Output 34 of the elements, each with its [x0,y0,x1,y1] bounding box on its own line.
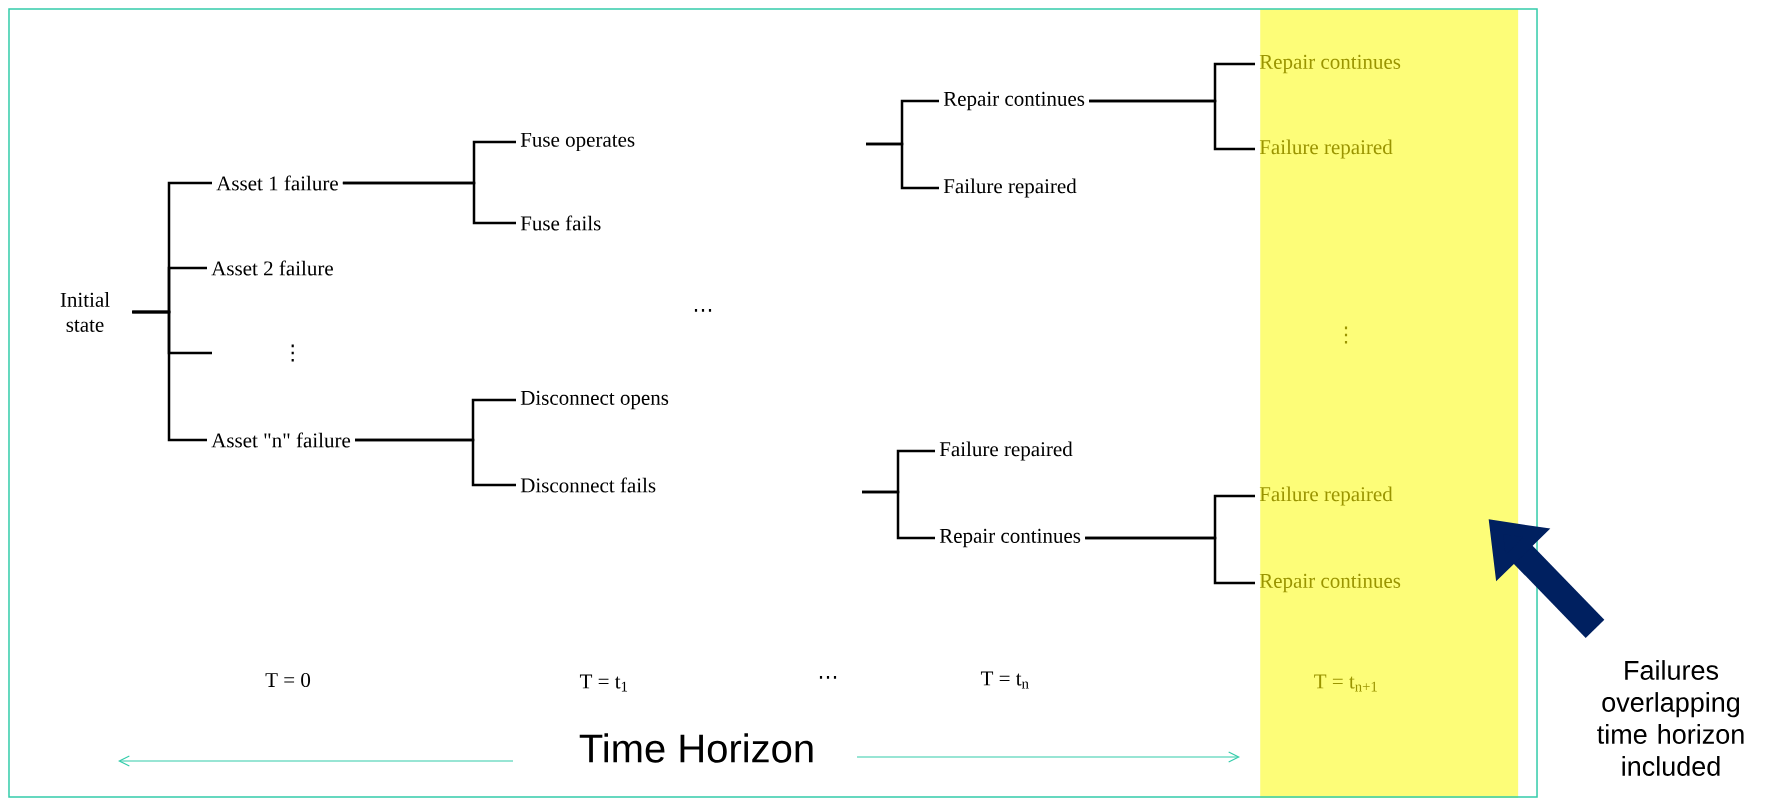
ellipsis: ⋮ [1344,326,1348,344]
event-label: Failure repaired [1259,139,1393,159]
time-label: T = t$_{1}$ [579,674,628,692]
tree-branch [342,181,516,225]
tree-branch [1089,99,1255,151]
event-label: Fuse fails [520,215,601,231]
event-label: Disconnect fails [520,477,656,493]
event-label: Asset "n" failure [211,432,351,448]
tree-branch [355,438,516,487]
event-label: Failure repaired [1259,486,1393,506]
tree-branch [132,310,207,442]
tree-branch [862,490,935,540]
ellipsis: ⋯ [694,309,712,312]
time-label: T = t$_{n+1}$ [1314,674,1377,692]
event-label: Repair continues [1259,54,1401,74]
event-label: Failure repaired [939,441,1073,461]
event-label: Disconnect opens [520,390,669,410]
vertical-ellipsis: ⋮ [291,344,294,362]
event-label: Initial state [60,292,110,332]
event-label: Repair continues [939,528,1081,548]
time-label: T = t$_{n}$ [980,671,1029,689]
event-label: Repair continues [1259,573,1401,593]
event-label: Failure repaired [943,178,1077,198]
axis-title: Time Horizon [579,733,813,763]
highlight-band [1260,9,1519,798]
time-label: T = 0 [265,672,311,688]
ellipsis: ⋯ [819,676,837,679]
callout-text: Failures overlapping time horizon included [1597,660,1744,776]
event-label: Repair continues [943,91,1085,111]
tree-branch [866,142,939,190]
event-label: Asset 2 failure [211,260,333,276]
event-label: Asset 1 failure [216,175,338,191]
tree-branch [1085,536,1255,585]
event-label: Fuse operates [520,132,635,152]
